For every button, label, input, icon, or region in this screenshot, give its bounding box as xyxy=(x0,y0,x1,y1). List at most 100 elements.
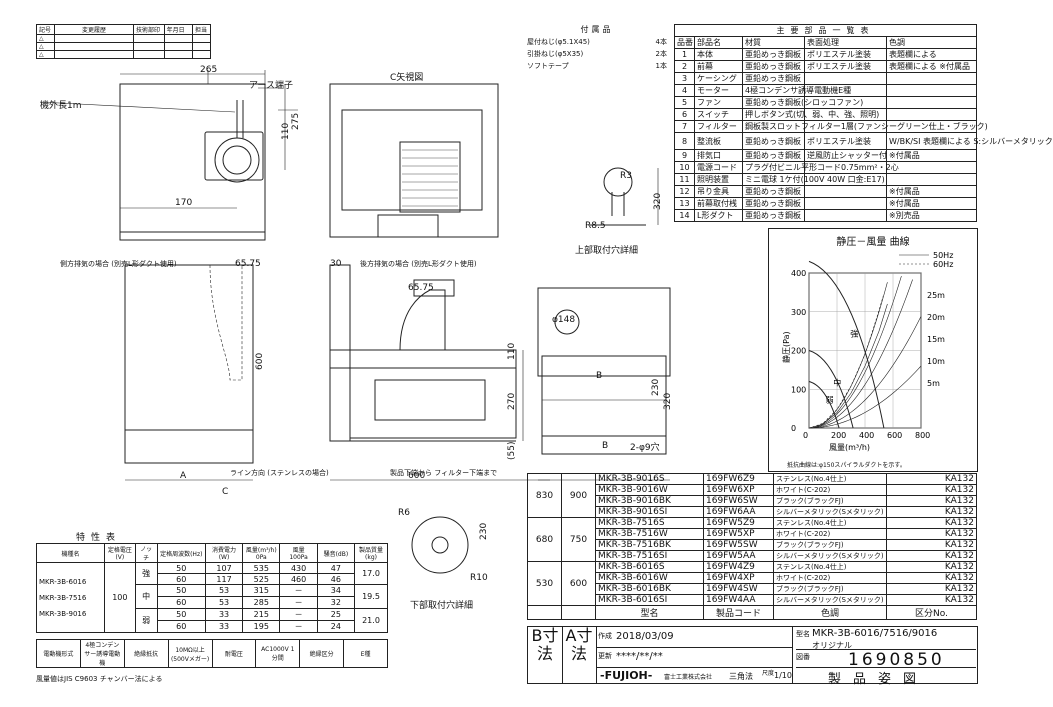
spec-cell: 60 xyxy=(156,620,206,633)
revision-table: 記号 変更履歴 技術部印 年月日 担当 △ △ △ xyxy=(36,24,211,59)
x-tick-label: 600 xyxy=(887,431,902,440)
model-model-cell: MKR-3B-7516S xyxy=(595,517,704,529)
chart-title: 静圧－風量 曲線 xyxy=(836,237,910,248)
rev-header-date: 年月日 xyxy=(163,24,194,35)
parts-cell: 亜鉛めっき鋼板 xyxy=(742,149,805,162)
dim-270: 270 xyxy=(507,393,517,410)
spec-header-cell: 製品質量(kg) xyxy=(354,543,388,563)
spec-voltage: 100 xyxy=(104,562,136,633)
parts-cell: ミニ電球 1ケ付(100V 40W 口金:E17) xyxy=(742,173,885,186)
parts-cell: 前幕 xyxy=(694,60,743,73)
parts-header: 表面処理 xyxy=(804,36,887,49)
model-model-cell: MKR-3B-7516W xyxy=(595,528,704,540)
model-model-cell: MKR-3B-9016BK xyxy=(595,495,704,507)
model-code-cell: 169FW5SW xyxy=(703,539,774,551)
spec-cell: 33 xyxy=(204,620,244,633)
model-code-cell: 169FW6SW xyxy=(703,495,774,507)
dim-148: φ148 xyxy=(552,315,575,325)
spec-cell: 285 xyxy=(242,596,281,609)
x-axis-label: 風量(m³/h) xyxy=(829,443,870,452)
spec-footer-cell: E種 xyxy=(343,639,388,668)
parts-cell xyxy=(885,96,978,109)
spec-footer-cell: AC1000V 1分間 xyxy=(255,639,301,668)
spec-notch: 弱 xyxy=(134,608,158,633)
spec-model-name: MKR-3B-7516 xyxy=(39,593,87,602)
spec-cell: 25 xyxy=(316,608,356,621)
spec-footer-cell: 絶縁区分 xyxy=(299,639,345,668)
model-model-cell: MKR-3B-7516BK xyxy=(595,539,704,551)
parts-cell: 排気口 xyxy=(694,149,743,162)
dim-b-top: B xyxy=(596,371,602,381)
speed-label: 中 xyxy=(833,377,841,387)
parts-header: 品番 xyxy=(674,36,695,49)
top-view-outline xyxy=(119,83,266,241)
spec-cell: － xyxy=(279,584,318,597)
models-footer-cell xyxy=(527,605,562,620)
spec-header-cell: 騒音(dB) xyxy=(316,543,356,563)
dim-30: 30 xyxy=(330,259,342,269)
model-label: 型名 xyxy=(796,630,810,638)
model-model-cell: MKR-3B-6016SI xyxy=(595,594,704,606)
dim-320: 320 xyxy=(663,393,673,410)
spec-cell: 60 xyxy=(156,596,206,609)
spec-model-name: MKR-3B-9016 xyxy=(39,609,87,618)
dim-a: A xyxy=(180,471,187,481)
spec-header-cell: 消費電力(W) xyxy=(204,543,244,563)
model-model-cell: MKR-3B-9016SI xyxy=(595,506,704,518)
model-value: MKR-3B-6016/7516/9016 xyxy=(812,628,938,639)
models-footer-cell: 型名 xyxy=(595,605,704,620)
dim-65-75-rear: 65.75 xyxy=(408,283,434,293)
doc-number: 1690850 xyxy=(848,650,945,670)
model-cls-cell: KA132 xyxy=(886,506,977,518)
model-cls-cell: KA132 xyxy=(886,594,977,606)
y-tick-label: 200 xyxy=(791,347,806,356)
model-code-cell: 169FW4AA xyxy=(703,594,774,606)
parts-cell: ファン xyxy=(694,96,743,109)
parts-cell: スイッチ xyxy=(694,108,743,121)
spec-cell: 60 xyxy=(156,573,206,585)
parts-cell: 整流板 xyxy=(694,132,743,150)
dim-600-side: 600 xyxy=(255,353,265,370)
a-dim-label: A寸法 xyxy=(562,627,597,683)
spec-table: 特性表 機種名定格電圧(V)ノッチ定格周波数(Hz)消費電力(W)風量(m³/h… xyxy=(36,530,388,684)
parts-header: 材質 xyxy=(742,36,805,49)
b-dim-label: B寸法 xyxy=(528,627,563,683)
model-cls-cell: KA132 xyxy=(886,583,977,595)
rev-header-mark: 記号 xyxy=(36,24,55,35)
model-color-cell: ホワイト(C-202) xyxy=(773,572,887,584)
y-tick-label: 400 xyxy=(791,269,806,278)
spec-header-cell: 定格電圧(V) xyxy=(104,543,136,563)
model-cls-cell: KA132 xyxy=(886,572,977,584)
dim-110: 110 xyxy=(281,123,291,140)
legend-60hz: 60Hz xyxy=(933,260,953,269)
duct-label: 15m xyxy=(927,335,945,344)
filter-note-label: 製品下端から フィルター下端まで xyxy=(390,468,497,477)
dim-230-bottom: 230 xyxy=(479,523,489,540)
parts-cell: ケーシング xyxy=(694,72,743,85)
x-tick-label: 800 xyxy=(915,431,930,440)
spec-cell: 34 xyxy=(316,584,356,597)
dim-b-cell: 750 xyxy=(561,517,596,562)
spec-cell: 47 xyxy=(316,562,356,574)
model-color-cell: ステンレス(No.4仕上) xyxy=(773,473,887,485)
parts-cell: 電源コード xyxy=(694,161,743,174)
parts-cell: ※付属品 xyxy=(885,197,978,210)
parts-cell: 吊り金具 xyxy=(694,185,743,198)
parts-cell: 亜鉛めっき鋼板(シロッコファン) xyxy=(742,96,863,109)
model-cls-cell: KA132 xyxy=(886,484,977,496)
models-footer: 型名製品コード色調区分No. xyxy=(527,605,977,620)
parts-cell: 亜鉛めっき鋼板 xyxy=(742,132,805,150)
model-code-cell: 169FW6AA xyxy=(703,506,774,518)
parts-cell: 逆風防止シャッター付 xyxy=(804,149,887,162)
company-logo: -FUJIOH- xyxy=(600,669,653,682)
models-footer-cell: 製品コード xyxy=(703,605,774,620)
model-cls-cell: KA132 xyxy=(886,561,977,573)
